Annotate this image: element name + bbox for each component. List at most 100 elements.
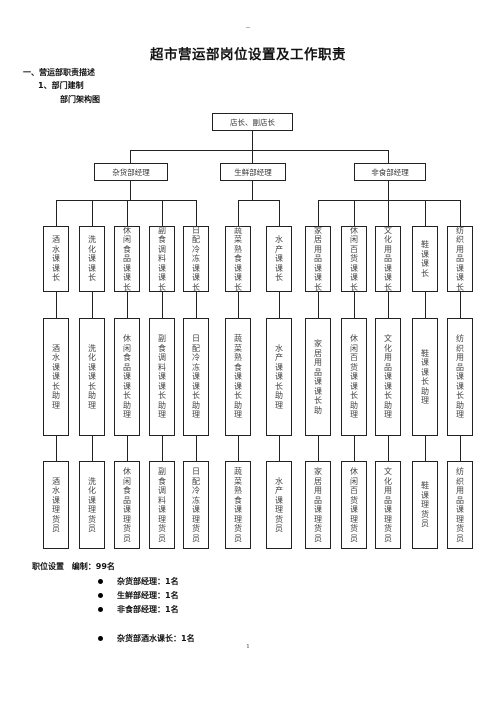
org-box-label: 文化用品课课长: [384, 225, 392, 292]
connector: [425, 200, 426, 226]
org-box-label: 水产课课长助理: [275, 343, 283, 410]
org-box-label: 鞋课理货员: [421, 481, 429, 529]
staffing-label: 职位设置: [32, 562, 64, 571]
connector: [388, 436, 389, 461]
connector: [92, 436, 93, 461]
connector: [252, 131, 253, 150]
bullet-icon: [98, 593, 103, 598]
org-box-row1: 文化用品课课长: [375, 226, 401, 292]
org-box-row2: 日配冷冻课课长助理: [183, 318, 209, 436]
page-number: 1: [246, 644, 250, 650]
org-box-row3: 休闲食品课理货员: [114, 461, 140, 549]
org-box-row3: 日配冷冻课理货员: [183, 461, 209, 549]
org-box-row3: 休闲百货课理货员: [341, 461, 367, 549]
connector: [162, 436, 163, 461]
org-box-row2: 副食调料课课长助理: [149, 318, 175, 436]
staffing-line: 职位设置 编制：99名: [32, 561, 115, 572]
connector: [279, 200, 280, 226]
org-box-row3: 洗化课理货员: [79, 461, 105, 549]
staffing-item-text: 非食部经理：1名: [117, 605, 179, 614]
connector: [318, 292, 319, 318]
connector: [56, 436, 57, 461]
connector: [252, 150, 253, 163]
manager-box-fresh: 生鲜部经理: [220, 163, 286, 181]
org-box-row2: 水产课课长助理: [266, 318, 292, 436]
connector: [354, 292, 355, 318]
staffing-item-text: 生鲜部经理：1名: [117, 591, 179, 600]
org-box-row2: 文化用品课课长助理: [375, 318, 401, 436]
connector: [56, 200, 57, 226]
org-box-row1: 酒水课课长: [43, 226, 69, 292]
org-box-row3: 蔬菜熟食课理货员: [225, 461, 251, 549]
connector: [318, 200, 460, 201]
section-heading-1-1: 1、部门建制: [38, 81, 84, 90]
org-box-label: 家居用品课课长: [314, 225, 322, 292]
org-box-label: 洗化课理货员: [88, 476, 96, 534]
connector: [318, 200, 319, 226]
connector: [130, 150, 388, 151]
org-box-label: 休闲食品课课长: [123, 225, 131, 292]
org-box-row2: 洗化课课长助理: [79, 318, 105, 436]
manager-label: 生鲜部经理: [234, 167, 272, 177]
org-box-label: 副食调料课理货员: [158, 467, 166, 543]
connector: [318, 436, 319, 461]
org-box-label: 纺织用品课课长助理: [456, 334, 464, 420]
org-box-row3: 酒水课理货员: [43, 461, 69, 549]
org-box-label: 洗化课课长助理: [88, 343, 96, 410]
staffing-item-text: 杂货部经理：1名: [117, 577, 179, 586]
org-box-row2: 酒水课课长助理: [43, 318, 69, 436]
connector: [425, 292, 426, 318]
org-top-box: 店长、副店长: [212, 113, 293, 131]
connector: [354, 436, 355, 461]
manager-box-grocery: 杂货部经理: [94, 163, 168, 181]
connector: [279, 292, 280, 318]
connector: [56, 292, 57, 318]
org-box-row2: 鞋课课长助理: [412, 318, 438, 436]
connector: [388, 200, 389, 226]
org-box-label: 副食调料课课长助理: [158, 334, 166, 420]
connector: [127, 292, 128, 318]
org-box-row2: 休闲食品课课长助理: [114, 318, 140, 436]
org-box-row2: 休闲百货课课长助理: [341, 318, 367, 436]
org-box-row2: 纺织用品课课长助理: [447, 318, 473, 436]
org-box-label: 日配冷冻课课长: [192, 225, 200, 292]
org-box-row2: 家居用品课课长助: [305, 318, 331, 436]
connector: [238, 200, 279, 201]
org-box-label: 纺织用品课理货员: [456, 467, 464, 543]
org-box-label: 副食调料课课长: [158, 225, 166, 292]
manager-label: 杂货部经理: [112, 167, 150, 177]
connector: [425, 436, 426, 461]
document-title: 超市营运部岗位设置及工作职责: [150, 47, 346, 63]
org-box-label: 文化用品课课长助理: [384, 334, 392, 420]
org-box-label: 日配冷冻课理货员: [192, 467, 200, 543]
org-box-row3: 副食调料课理货员: [149, 461, 175, 549]
connector: [238, 436, 239, 461]
org-box-label: 酒水课理货员: [52, 476, 60, 534]
connector: [92, 292, 93, 318]
connector: [388, 292, 389, 318]
org-box-row3: 纺织用品课理货员: [447, 461, 473, 549]
staffing-item: 杂货部酒水课长：1名: [98, 633, 195, 644]
org-box-row1: 水产课课长: [266, 226, 292, 292]
org-box-row1: 休闲食品课课长: [114, 226, 140, 292]
org-box-row1: 鞋课课长: [412, 226, 438, 292]
org-box-label: 日配冷冻课课长助理: [192, 334, 200, 420]
connector: [279, 436, 280, 461]
connector: [127, 436, 128, 461]
org-box-row1: 休闲百货课课长: [341, 226, 367, 292]
org-box-label: 水产课理货员: [275, 476, 283, 534]
top-mark: --: [246, 24, 251, 31]
org-chart: 店长、副店长 杂货部经理 生鲜部经理 非食部经理 酒水课课长酒水课课长助理酒水课…: [43, 113, 473, 549]
org-top-label: 店长、副店长: [230, 117, 275, 127]
staffing-item: 生鲜部经理：1名: [98, 590, 179, 601]
connector: [460, 292, 461, 318]
connector: [388, 150, 389, 163]
connector: [238, 200, 239, 226]
org-box-label: 蔬菜熟食课课长: [234, 225, 242, 292]
bullet-icon: [98, 607, 103, 612]
org-box-label: 文化用品课理货员: [384, 467, 392, 543]
connector: [127, 200, 128, 226]
org-box-label: 洗化课课长: [88, 235, 96, 283]
org-box-label: 家居用品课理货员: [314, 467, 322, 543]
staffing-total: 编制：99名: [71, 562, 115, 571]
